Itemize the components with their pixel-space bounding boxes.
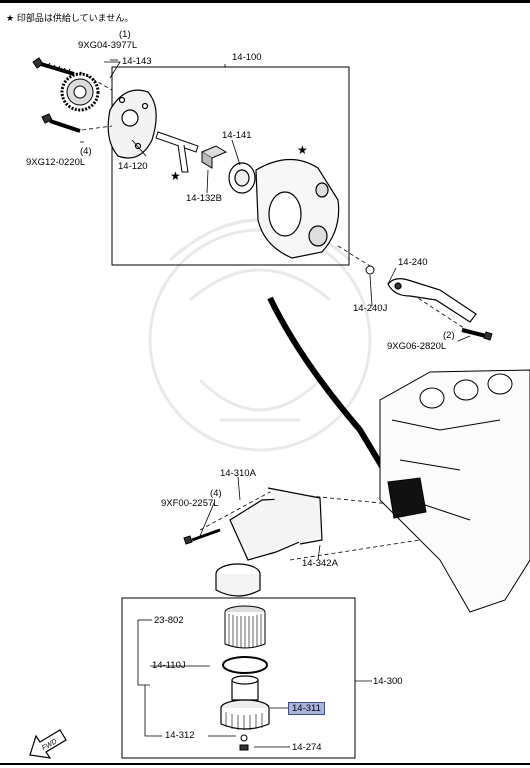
engine-block-icon <box>379 369 530 613</box>
filter-body-icon <box>215 487 323 597</box>
outer-rotor-icon <box>228 162 256 194</box>
pump-assy-box <box>111 66 350 266</box>
inner-rotor-icon <box>200 145 228 169</box>
location-pointer <box>267 296 393 482</box>
sprocket-icon <box>60 72 100 112</box>
star-icon: ★ <box>170 169 181 183</box>
shaft-icon <box>155 131 199 173</box>
callout-qty: (1) <box>119 29 131 40</box>
drain-plug-icon <box>239 744 249 751</box>
callout-bolt-body: 9XF00-2257L <box>161 498 219 509</box>
callout-filter-assy: 14-300 <box>373 676 403 687</box>
top-rule <box>0 0 530 3</box>
callout-qty: (4) <box>210 488 222 499</box>
bolt-body-icon <box>183 528 221 545</box>
callout-qty: (2) <box>443 330 455 341</box>
callout-filter-cover-highlighted[interactable]: 14-311 <box>288 702 325 715</box>
callout-filter-element: 23-802 <box>154 615 184 626</box>
callout-pipe: 14-240 <box>398 257 428 268</box>
callout-pump-assy: 14-100 <box>232 52 262 63</box>
small-o-ring-icon <box>240 734 248 742</box>
callout-o-ring: 14-110J <box>152 660 186 671</box>
callout-bolt-left: 9XG12-0220L <box>26 157 86 168</box>
callout-bolt-top: 9XG04-3977L <box>78 40 138 51</box>
callout-pump-cover: 14-120 <box>118 161 148 172</box>
filter-assy-box <box>121 597 356 759</box>
gasket-pipe-icon <box>365 265 375 275</box>
bolt-top-icon <box>32 57 75 76</box>
callout-rotor: 14-141 <box>222 130 252 141</box>
callout-bolt-pipe: 9XG06-2820L <box>387 341 447 352</box>
callout-shaft: 14-132B <box>186 193 222 204</box>
filter-element-icon <box>224 605 266 649</box>
callout-gasket-pipe: 14-240J <box>353 303 388 314</box>
o-ring-icon <box>222 656 268 674</box>
callout-gasket-body: 14-342A <box>302 558 338 569</box>
callout-drain-plug: 14-274 <box>292 742 322 753</box>
pump-cover-icon <box>107 89 157 159</box>
filter-cover-icon <box>220 675 270 730</box>
bolt-left-icon <box>41 113 81 133</box>
fwd-arrow-icon: FWD <box>29 729 67 759</box>
oil-pipe-icon <box>387 278 477 323</box>
callout-qty: (4) <box>80 146 92 157</box>
supply-note: ★ 印部品は供給していません。 <box>6 14 134 24</box>
pump-body-icon <box>255 158 340 259</box>
watermark-logo <box>148 218 372 452</box>
bottom-rule <box>0 763 530 765</box>
callout-filter-body: 14-310A <box>220 468 256 479</box>
callout-sprocket: 14-143 <box>122 56 152 67</box>
star-icon: ★ <box>297 143 308 157</box>
callout-small-o-ring: 14-312 <box>165 730 195 741</box>
bolt-pipe-icon <box>461 328 493 341</box>
